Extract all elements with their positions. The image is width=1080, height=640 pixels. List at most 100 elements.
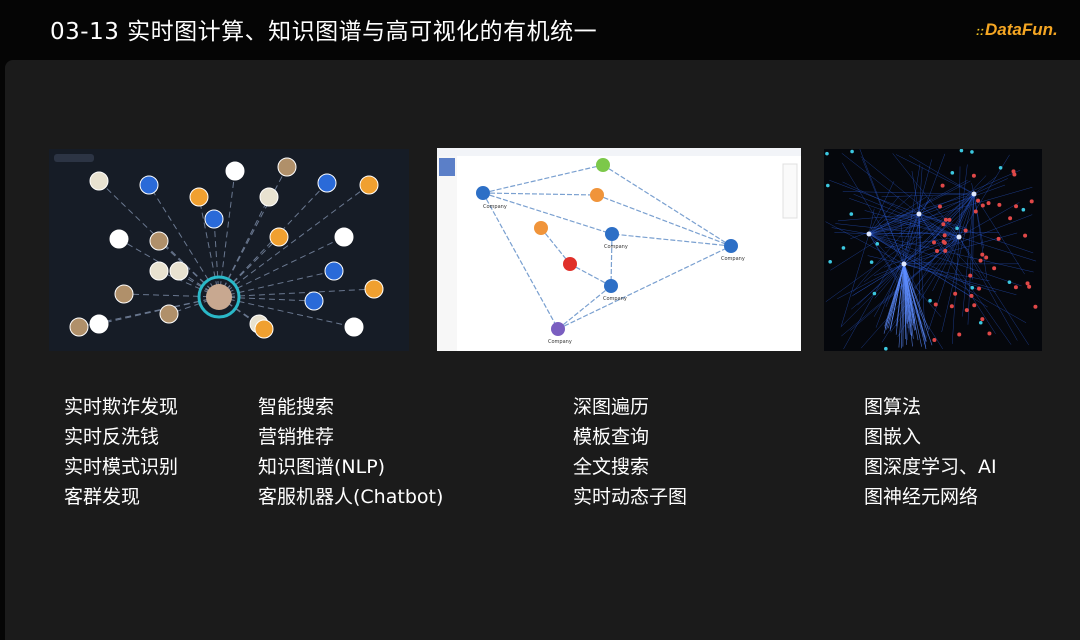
graph-node [873, 292, 877, 296]
graph-node [1030, 199, 1034, 203]
graph-node [70, 318, 88, 336]
graph-edge [124, 294, 219, 297]
graph-node [255, 320, 273, 338]
graph-node [944, 218, 948, 222]
graph-node [970, 150, 974, 154]
graph-node [1026, 281, 1030, 285]
graph-node [965, 308, 969, 312]
graph-node [979, 259, 983, 263]
list-item: 智能搜索 [258, 392, 443, 422]
list-item: 客服机器人(Chatbot) [258, 482, 443, 512]
graph-edge [119, 239, 219, 297]
graph-node [325, 262, 343, 280]
graph-node [941, 184, 945, 188]
graph-node [955, 226, 959, 230]
graph-node [999, 166, 1003, 170]
graph-node [972, 303, 976, 307]
graph-node [90, 172, 108, 190]
graph-node [942, 240, 946, 244]
node-label: Company [604, 244, 628, 250]
graph-node [951, 171, 955, 175]
toolbar [437, 148, 801, 156]
graph-node [563, 257, 577, 271]
graph-node [1027, 285, 1031, 289]
node-label: Company [721, 256, 745, 262]
list-item: 营销推荐 [258, 422, 443, 452]
graph-node [928, 299, 932, 303]
graph-node [960, 149, 964, 152]
graph-node [150, 232, 168, 250]
graph-node [534, 221, 548, 235]
hub-node [917, 212, 922, 217]
graph-node [590, 188, 604, 202]
graph-node [987, 201, 991, 205]
graph-node [1008, 216, 1012, 220]
hub-node [902, 262, 907, 267]
graph-node [90, 315, 108, 333]
network-graph-image [824, 149, 1042, 351]
node-label: Company [603, 296, 627, 302]
graph-node [884, 347, 888, 351]
graph-edge [483, 165, 603, 193]
graph-edge [942, 194, 974, 332]
toggle-control [54, 154, 94, 162]
list-item: 深图遍历 [573, 392, 687, 422]
graph-node [943, 249, 947, 253]
graph-node [724, 239, 738, 253]
graph-edge [826, 222, 904, 264]
graph-node [551, 322, 565, 336]
graph-node [976, 199, 980, 203]
graph-node [957, 333, 961, 337]
graph-node [360, 176, 378, 194]
graph-node [968, 274, 972, 278]
graph-node [365, 280, 383, 298]
use-case-list-2: 智能搜索 营销推荐 知识图谱(NLP) 客服机器人(Chatbot) [258, 392, 443, 512]
hub-node [957, 235, 962, 240]
graph-edge [612, 234, 731, 246]
list-item: 模板查询 [573, 422, 687, 452]
graph-node [987, 331, 991, 335]
graph-node [997, 203, 1001, 207]
graph-node [981, 203, 985, 207]
graph-edge [909, 155, 974, 194]
node-label: Company [548, 339, 572, 345]
graph-node [110, 230, 128, 248]
graph-node [828, 260, 832, 264]
graph-node [932, 338, 936, 342]
hub-node [867, 232, 872, 237]
slide-title: 03-13 实时图计算、知识图谱与高可视化的有机统一 [50, 12, 597, 46]
graph-node [826, 184, 830, 188]
list-item: 实时欺诈发现 [64, 392, 178, 422]
use-case-list-4: 图算法 图嵌入 图深度学习、AI 图神经元网络 [864, 392, 997, 512]
graph-node [1014, 204, 1018, 208]
graph-node [979, 321, 983, 325]
graph-node [950, 304, 954, 308]
graph-node [875, 242, 879, 246]
graph-node [1008, 280, 1012, 284]
list-item: 实时动态子图 [573, 482, 687, 512]
list-item: 图算法 [864, 392, 997, 422]
graph-node [476, 186, 490, 200]
list-item: 图深度学习、AI [864, 452, 997, 482]
graph-node [1023, 234, 1027, 238]
graph-node [604, 279, 618, 293]
graph-node [115, 285, 133, 303]
graph-node [305, 292, 323, 310]
graph-node [605, 227, 619, 241]
graph-node [160, 305, 178, 323]
graph-node [270, 228, 288, 246]
graph-node [938, 205, 942, 209]
graph-node [318, 174, 336, 192]
graph-node [1012, 172, 1016, 176]
datafun-logo: ::DataFun. [976, 20, 1058, 40]
graph-node [980, 253, 984, 257]
graph-node [335, 228, 353, 246]
graph-node [934, 302, 938, 306]
graph-edge [904, 264, 996, 292]
graph-node [941, 222, 945, 226]
graph-node [984, 256, 988, 260]
graph-node [140, 176, 158, 194]
graph-node [992, 266, 996, 270]
graph-node [170, 262, 188, 280]
